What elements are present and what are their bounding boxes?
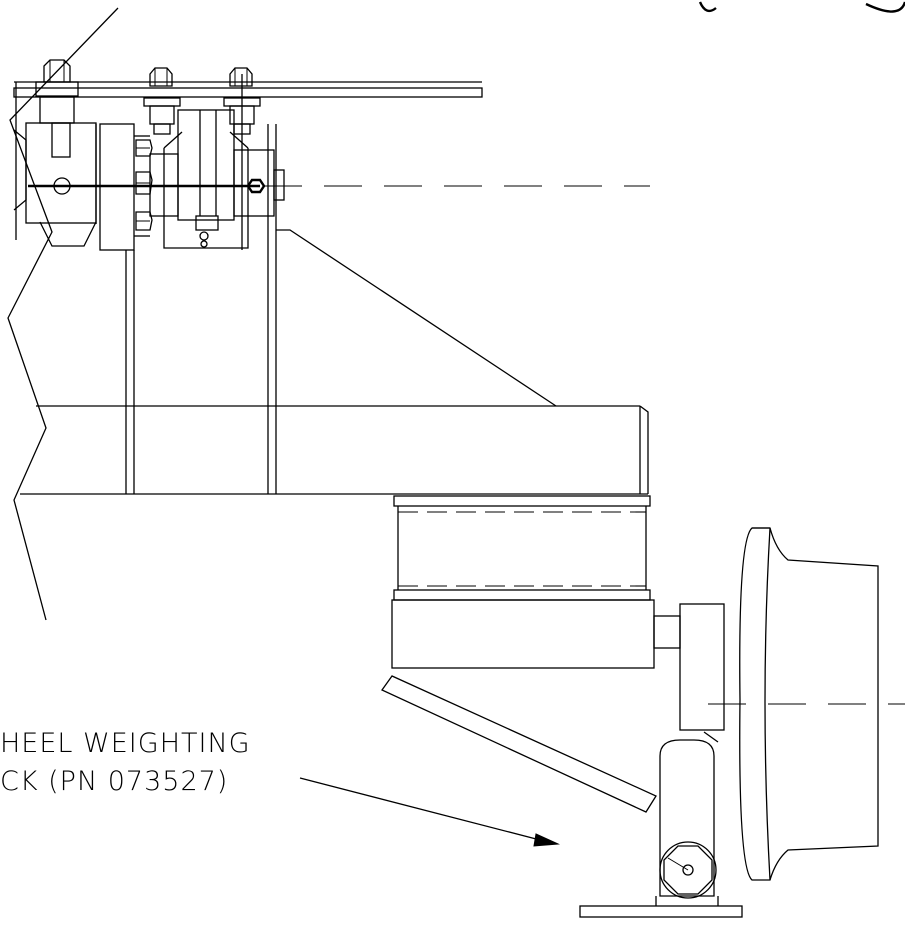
wheel — [708, 527, 905, 881]
callout-label-line-2: CK (PN 073527) — [0, 766, 228, 797]
tie-rods — [125, 124, 277, 494]
callout-label-line-1: HEEL WEIGHTING — [0, 728, 251, 759]
spacer-block — [391, 495, 655, 669]
weighting-bar — [381, 675, 657, 813]
title-glyph-fragments — [698, 1, 905, 13]
spindle-hub — [653, 603, 725, 743]
bolt-center-right — [223, 67, 261, 250]
main-beam — [20, 229, 649, 495]
pivot-hex — [28, 178, 650, 194]
top-mounting-plate — [13, 81, 483, 98]
callout-leader — [299, 777, 560, 847]
weighting-post — [579, 739, 743, 918]
left-frame-outline — [7, 7, 119, 621]
bolt-center-left — [143, 67, 181, 135]
bolt-left — [13, 59, 97, 247]
knob — [659, 841, 717, 899]
